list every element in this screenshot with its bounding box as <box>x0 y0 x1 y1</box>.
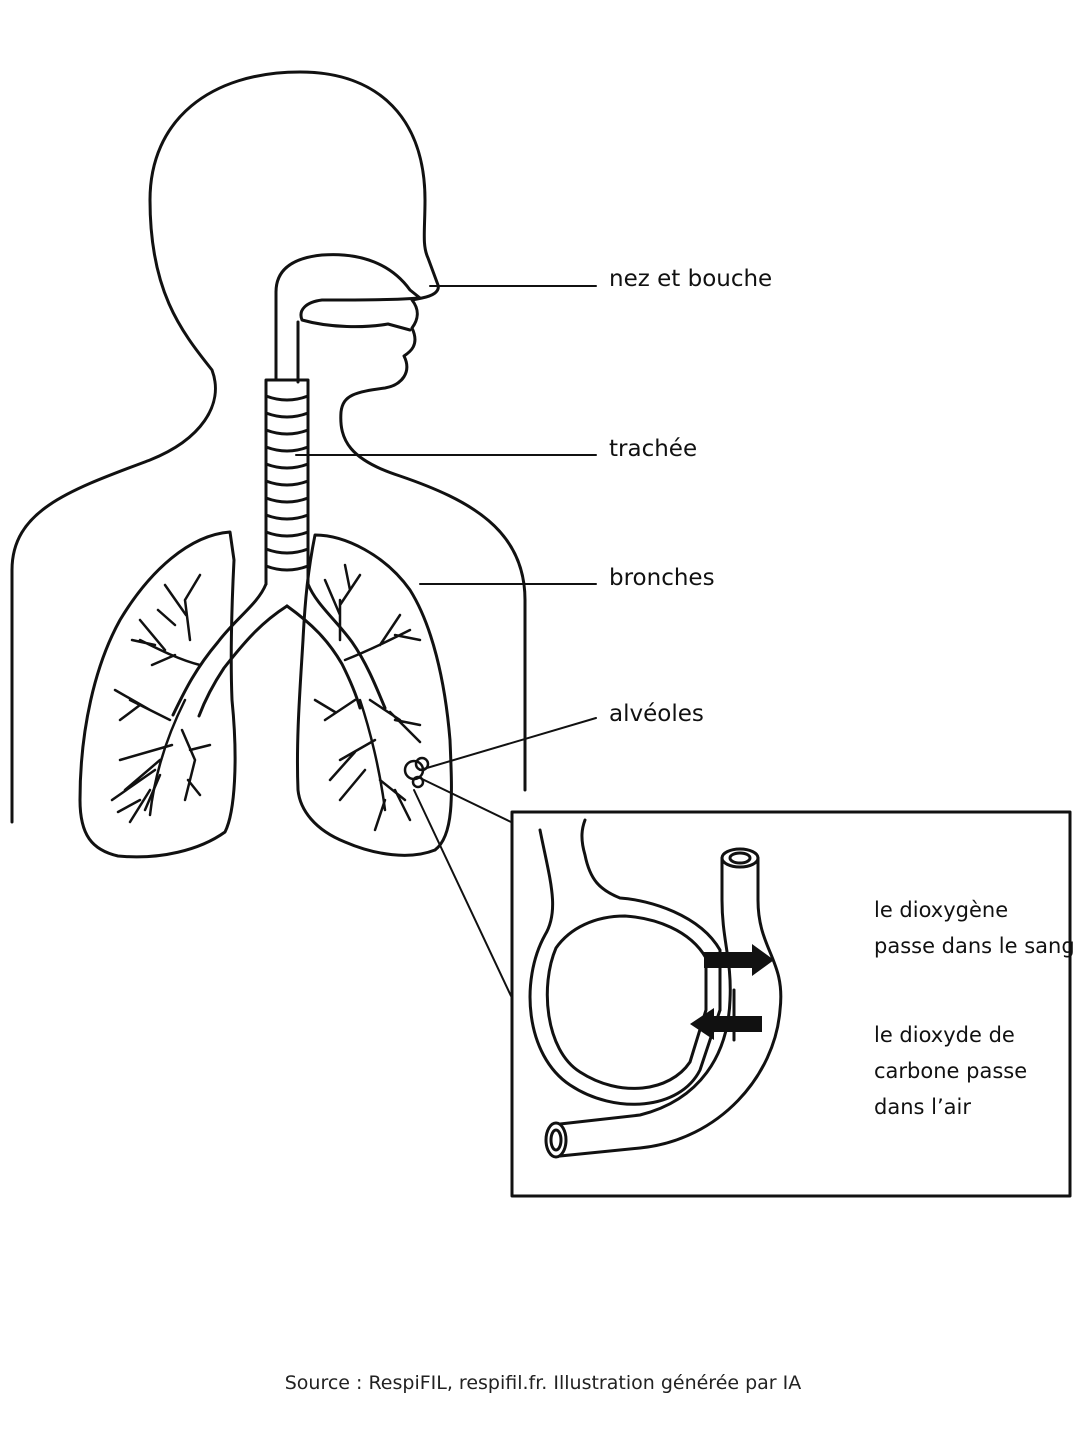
bronchial-tree-left <box>110 573 212 824</box>
inset-capillary <box>544 847 783 1159</box>
co2-arrow <box>690 1008 762 1040</box>
nasal-cavity <box>274 253 422 332</box>
inset-box <box>510 810 1072 1198</box>
bronchial-tree-right <box>313 563 422 832</box>
label-alveoles: alvéoles <box>609 701 704 727</box>
right-lung <box>295 533 453 857</box>
left-lung <box>78 530 237 859</box>
source-credit: Source : RespiFIL, respifil.fr. Illustra… <box>284 1372 802 1394</box>
o2-arrow <box>704 944 774 976</box>
co2-line-2: carbone passe <box>874 1059 1028 1083</box>
label-bronches: bronches <box>609 565 715 591</box>
inset-alveolus <box>528 818 722 1106</box>
inset-arrows <box>690 944 774 1040</box>
label-o2-exchange: le dioxygène passe dans le sang <box>874 892 1075 964</box>
main-bronchi <box>171 582 387 718</box>
body-outline <box>10 70 527 824</box>
trachea <box>264 378 310 586</box>
label-co2-exchange: le dioxyde de carbone passe dans l’air <box>874 1017 1027 1125</box>
co2-line-1: le dioxyde de <box>874 1023 1015 1047</box>
o2-line-2: passe dans le sang <box>874 934 1075 958</box>
co2-line-3: dans l’air <box>874 1095 971 1119</box>
label-trachee: trachée <box>609 436 698 462</box>
airway-upper <box>274 290 300 384</box>
label-nez-bouche: nez et bouche <box>609 266 773 292</box>
alveoli-cluster <box>403 756 430 789</box>
o2-line-1: le dioxygène <box>874 898 1009 922</box>
